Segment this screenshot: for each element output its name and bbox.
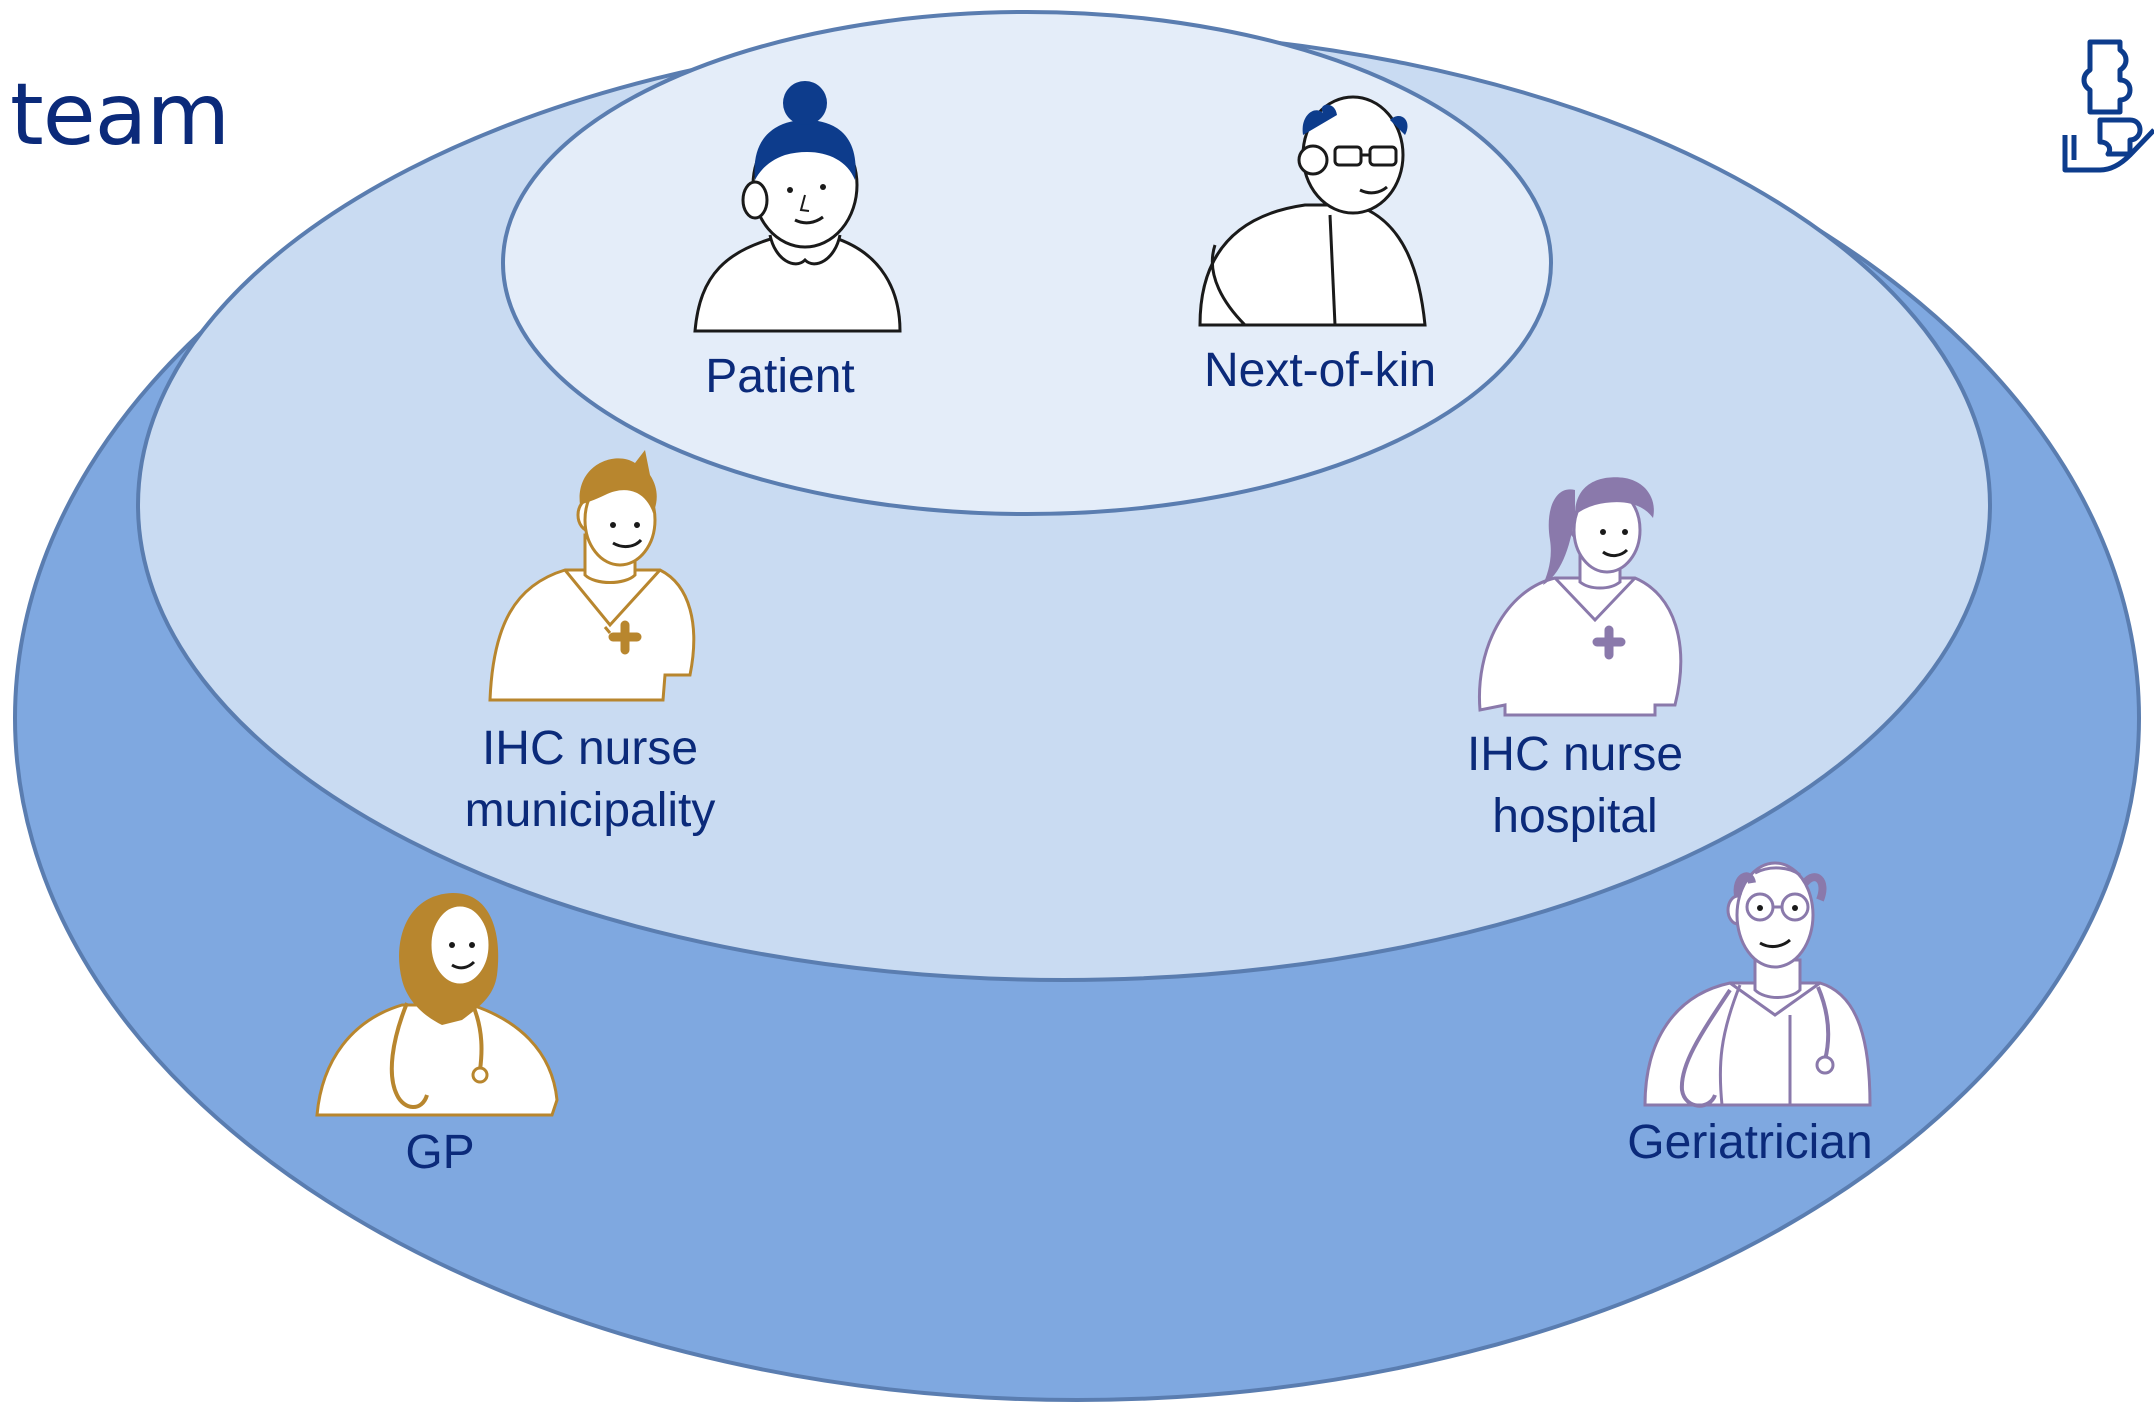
geriatrician-label: Geriatrician [1570,1112,1930,1174]
ihc-nurse-municipality-line2: municipality [464,784,716,837]
ihc-nurse-municipality-line1: IHC nurse [481,722,699,775]
male-nurse-icon [488,450,696,702]
next-of-kin-name: Next-of-kin [1203,344,1437,397]
ihc-nurse-hospital-line2: hospital [1492,790,1658,843]
ihc-nurse-hospital-label: IHC nurse hospital [1375,724,1775,848]
gp-label: GP [320,1122,560,1184]
puzzle-hands-logo-icon [2062,39,2154,173]
page-title: team [10,65,230,165]
elderly-man-icon [1198,95,1427,327]
gp-name: GP [405,1126,475,1179]
geriatrician-name: Geriatrician [1627,1116,1873,1169]
elderly-woman-icon [693,81,902,333]
ihc-nurse-hospital-line1: IHC nurse [1466,728,1684,781]
next-of-kin-label: Next-of-kin [1140,340,1500,402]
patient-name: Patient [705,350,855,403]
gp-hijab-doctor-icon [315,892,559,1117]
female-nurse-icon [1477,477,1683,717]
patient-label: Patient [600,346,960,408]
ihc-nurse-municipality-label: IHC nurse municipality [390,718,790,842]
geriatrician-doctor-icon [1643,861,1872,1108]
